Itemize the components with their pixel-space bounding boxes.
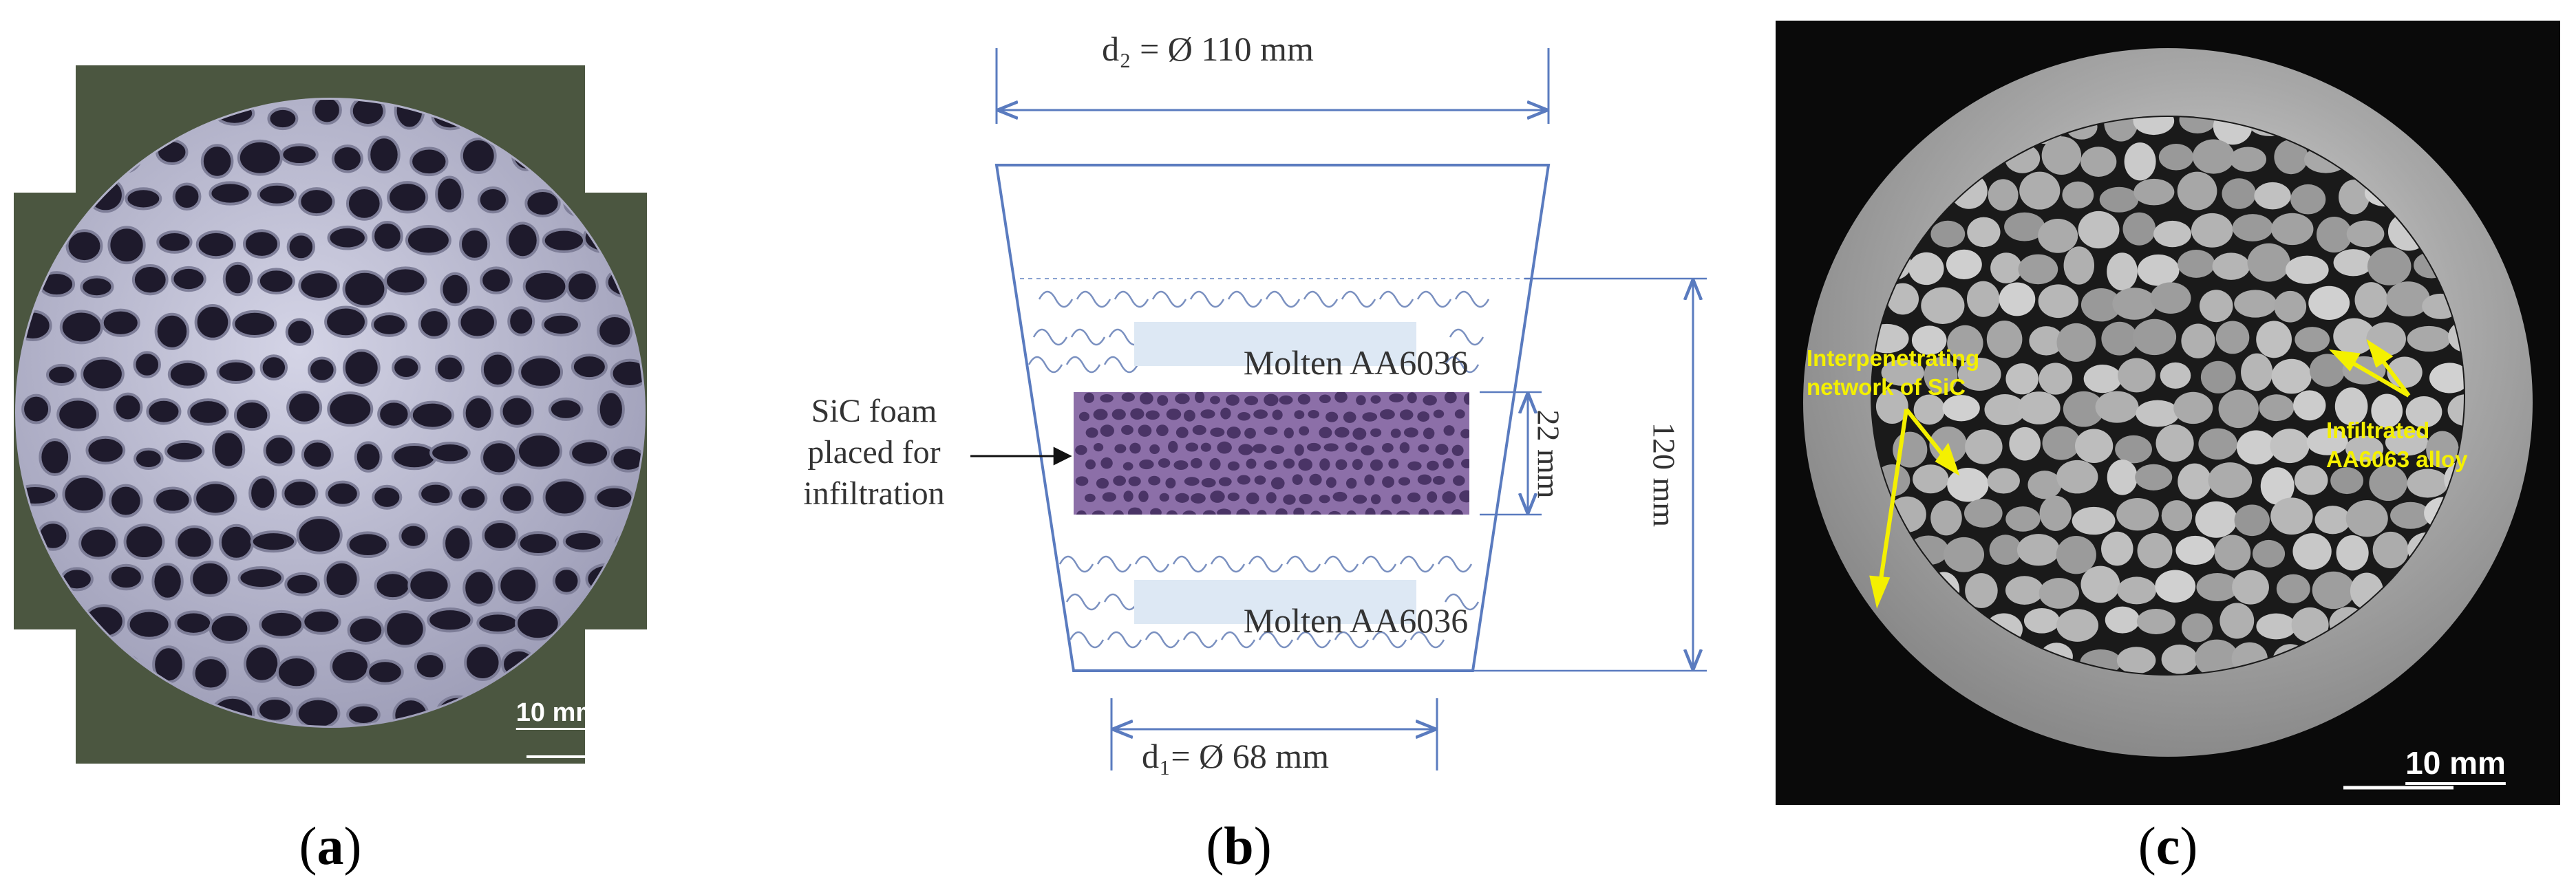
molten-metal-waves (1028, 290, 1490, 649)
scale-bar-label-a: 10 mm (515, 698, 599, 727)
foam-placement-label: SiC foam placed for infiltration (803, 393, 945, 512)
molten-top-box (1134, 322, 1416, 366)
bottom-diameter-label: d₁= Ø 68 mm (1141, 737, 1330, 775)
molten-top-label: Molten AA6036 (1243, 343, 1469, 382)
caption-b: (b) (1206, 816, 1272, 876)
caption-c: (c) (2138, 816, 2198, 876)
foam-pores (17, 100, 643, 726)
annotation-sic-network: Interpenetrating network of SiC (1807, 345, 1980, 400)
top-diameter-label: d₂ = Ø 110 mm (1102, 30, 1314, 68)
foam-block-pores (1075, 392, 1469, 515)
molten-bottom-box (1134, 580, 1416, 624)
scale-bar-label-c: 10 mm (2405, 745, 2506, 781)
foam-thickness-label: 22 mm (1531, 409, 1566, 499)
annotation-arrows (1869, 338, 2411, 609)
crucible-schematic (970, 48, 1707, 770)
panel-b-crucible-diagram (716, 41, 1734, 784)
molten-bottom-label: Molten AA6036 (1243, 601, 1469, 640)
panel-a-foam-photo (14, 65, 647, 764)
crucible-outline (994, 164, 1551, 672)
annotation-infiltrated-alloy: Infiltrated AA6063 alloy (2326, 418, 2468, 472)
sic-foam-image (14, 65, 647, 764)
composite-section-image (1776, 21, 2560, 805)
height-label: 120 mm (1646, 422, 1682, 528)
panel-c-composite-cross-section (1776, 21, 2560, 805)
caption-a: (a) (299, 816, 362, 876)
